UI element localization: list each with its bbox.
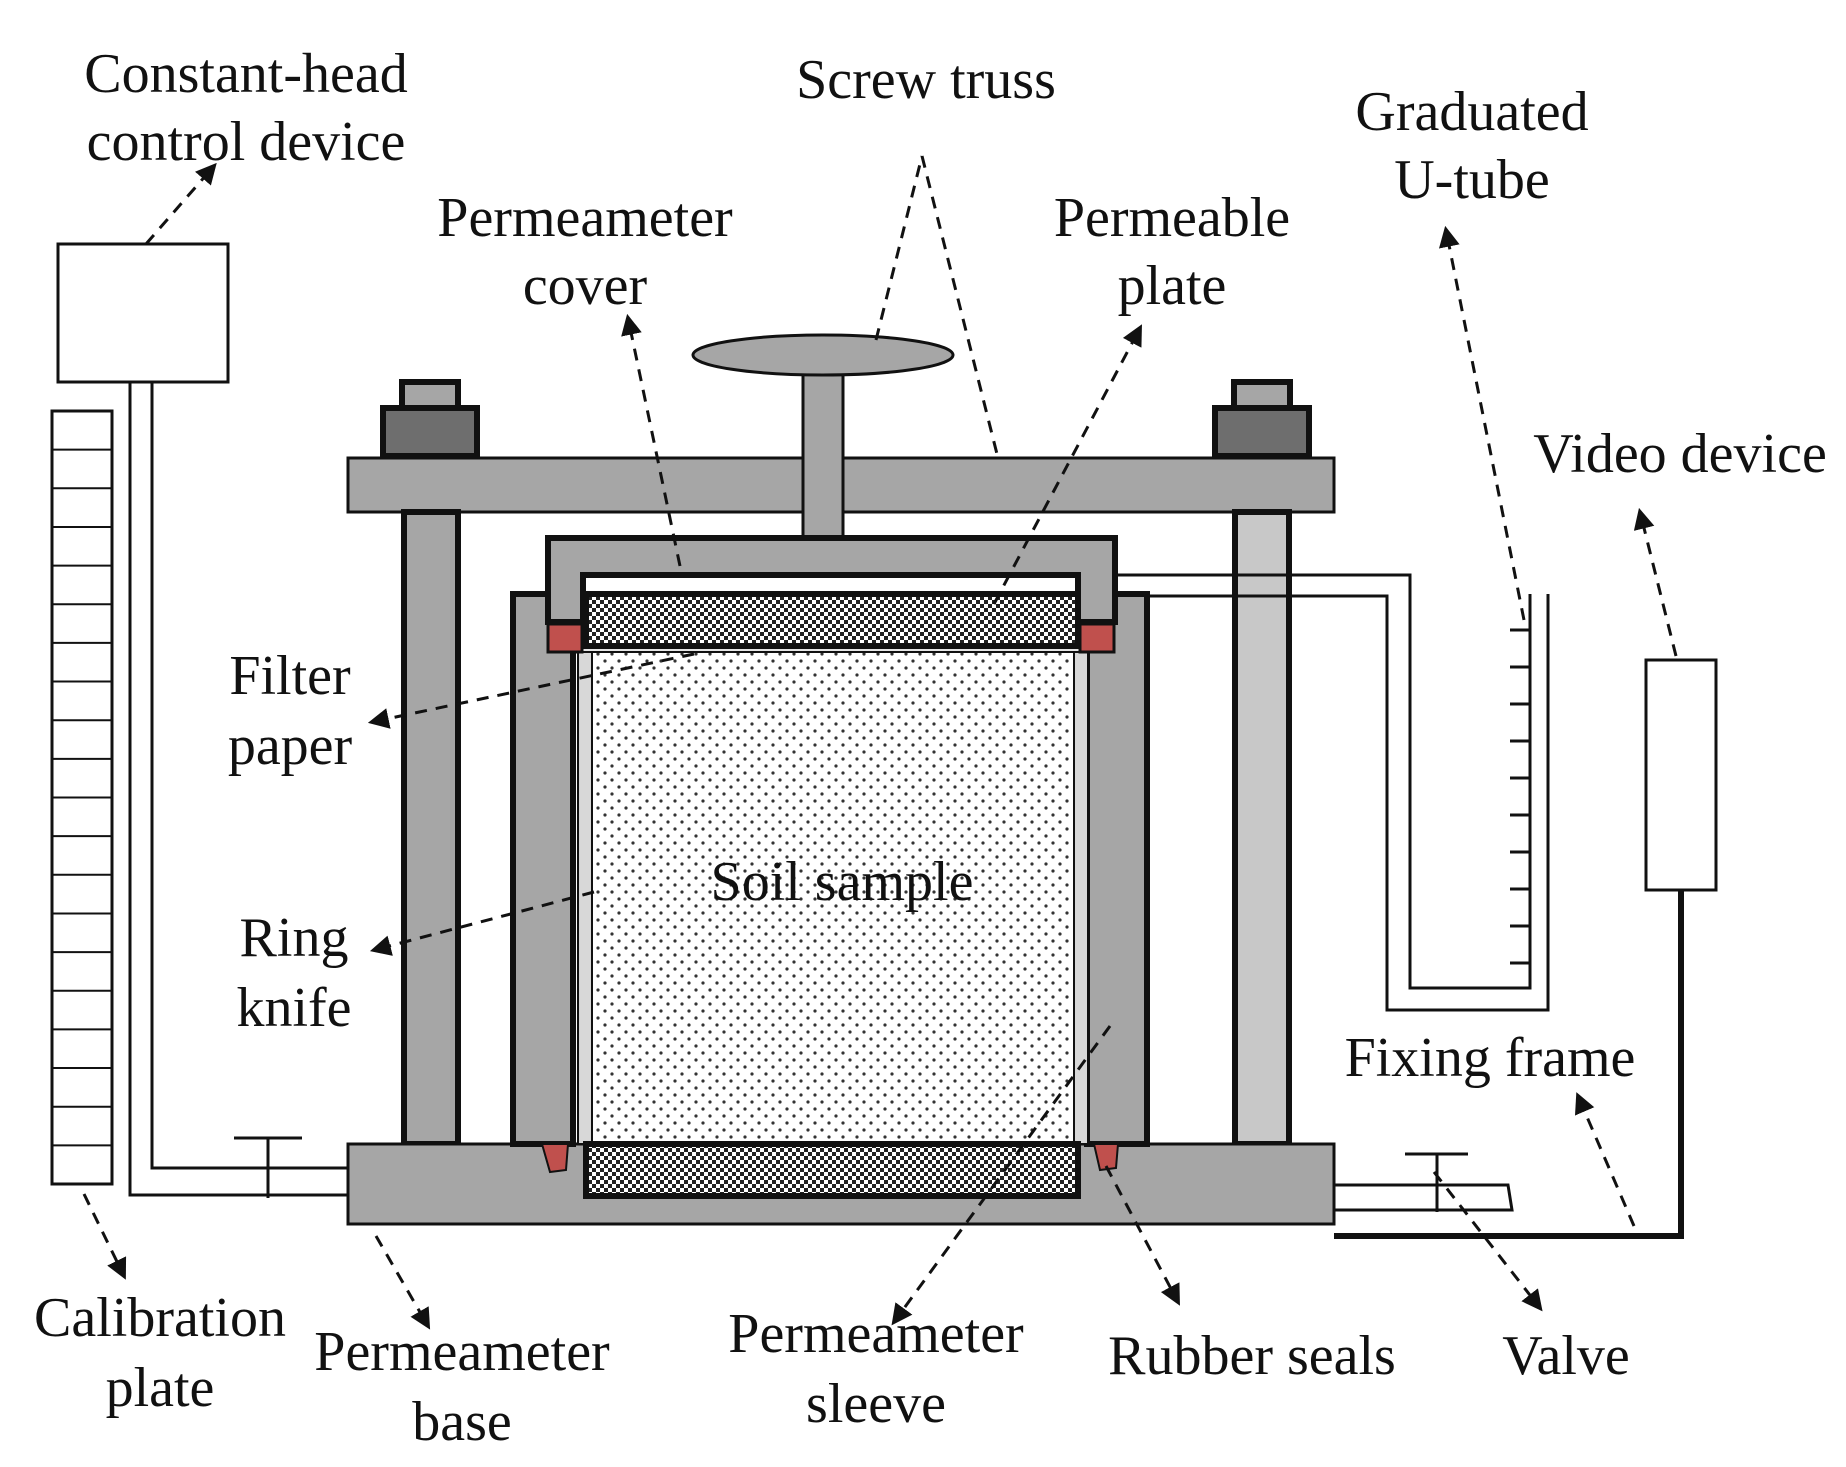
permeable-plate-bottom (583, 1141, 1081, 1199)
calibration-plate (50, 409, 114, 1186)
label-cover-2: cover (523, 255, 648, 317)
left-bolt-head (399, 379, 461, 411)
ring-knife (577, 649, 1089, 1145)
label-calibration-2: plate (106, 1357, 215, 1419)
rubber-seal-top-right (1078, 622, 1116, 654)
label-ring-1: Ring (240, 907, 349, 969)
rubber-seal-bottom-right (1092, 1143, 1120, 1172)
rubber-seal-bottom-left (540, 1143, 570, 1174)
label-calibration-1: Calibration (34, 1287, 286, 1349)
labels: Constant-head control device Screw truss… (34, 43, 1827, 1453)
label-ring-2: knife (236, 977, 351, 1039)
label-graduated-1: Graduated (1355, 81, 1588, 143)
label-sleeve-2: sleeve (806, 1373, 946, 1435)
supply-pipe (128, 382, 348, 1197)
right-valve (1405, 1152, 1468, 1212)
sleeve-right-wall (1084, 591, 1150, 1147)
video-device (1644, 658, 1718, 892)
label-permeable-1: Permeable (1054, 187, 1290, 249)
label-sleeve-1: Permeameter (728, 1303, 1024, 1365)
label-filter-1: Filter (229, 645, 351, 707)
label-screw-truss: Screw truss (796, 49, 1056, 111)
left-column (401, 509, 461, 1147)
label-permeable-2: plate (1118, 255, 1227, 317)
label-base-2: base (412, 1391, 512, 1453)
label-rubber-seals: Rubber seals (1108, 1325, 1396, 1387)
permeable-plate-top (583, 591, 1081, 649)
label-constant-head-1: Constant-head (84, 43, 407, 105)
right-column (1232, 509, 1292, 1147)
outlet-tube (1115, 573, 1550, 1012)
permeameter-cover (545, 535, 1118, 625)
label-valve: Valve (1502, 1325, 1630, 1387)
right-bolt-head (1231, 379, 1293, 411)
graduated-u-tube (1510, 628, 1530, 965)
label-graduated-2: U-tube (1394, 149, 1550, 211)
sleeve-left-wall (510, 591, 576, 1147)
video-cable (1334, 890, 1684, 1239)
leader-lines (82, 155, 1678, 1330)
soil-sample (594, 650, 1072, 1144)
label-fixing-frame: Fixing frame (1345, 1027, 1636, 1089)
label-filter-2: paper (228, 715, 353, 777)
screw-rod (801, 372, 845, 540)
label-base-1: Permeameter (314, 1321, 610, 1383)
left-valve (234, 1136, 302, 1198)
label-video-device: Video device (1533, 423, 1827, 485)
left-nut (380, 405, 480, 459)
constant-head-device (56, 242, 230, 384)
outlet-pipe (1334, 1183, 1514, 1212)
right-nut (1212, 405, 1312, 459)
label-cover-1: Permeameter (437, 187, 733, 249)
label-soil-sample: Soil sample (711, 851, 974, 913)
label-constant-head-2: control device (87, 111, 406, 173)
rubber-seal-top-left (546, 622, 584, 654)
screw-handle (691, 333, 955, 377)
